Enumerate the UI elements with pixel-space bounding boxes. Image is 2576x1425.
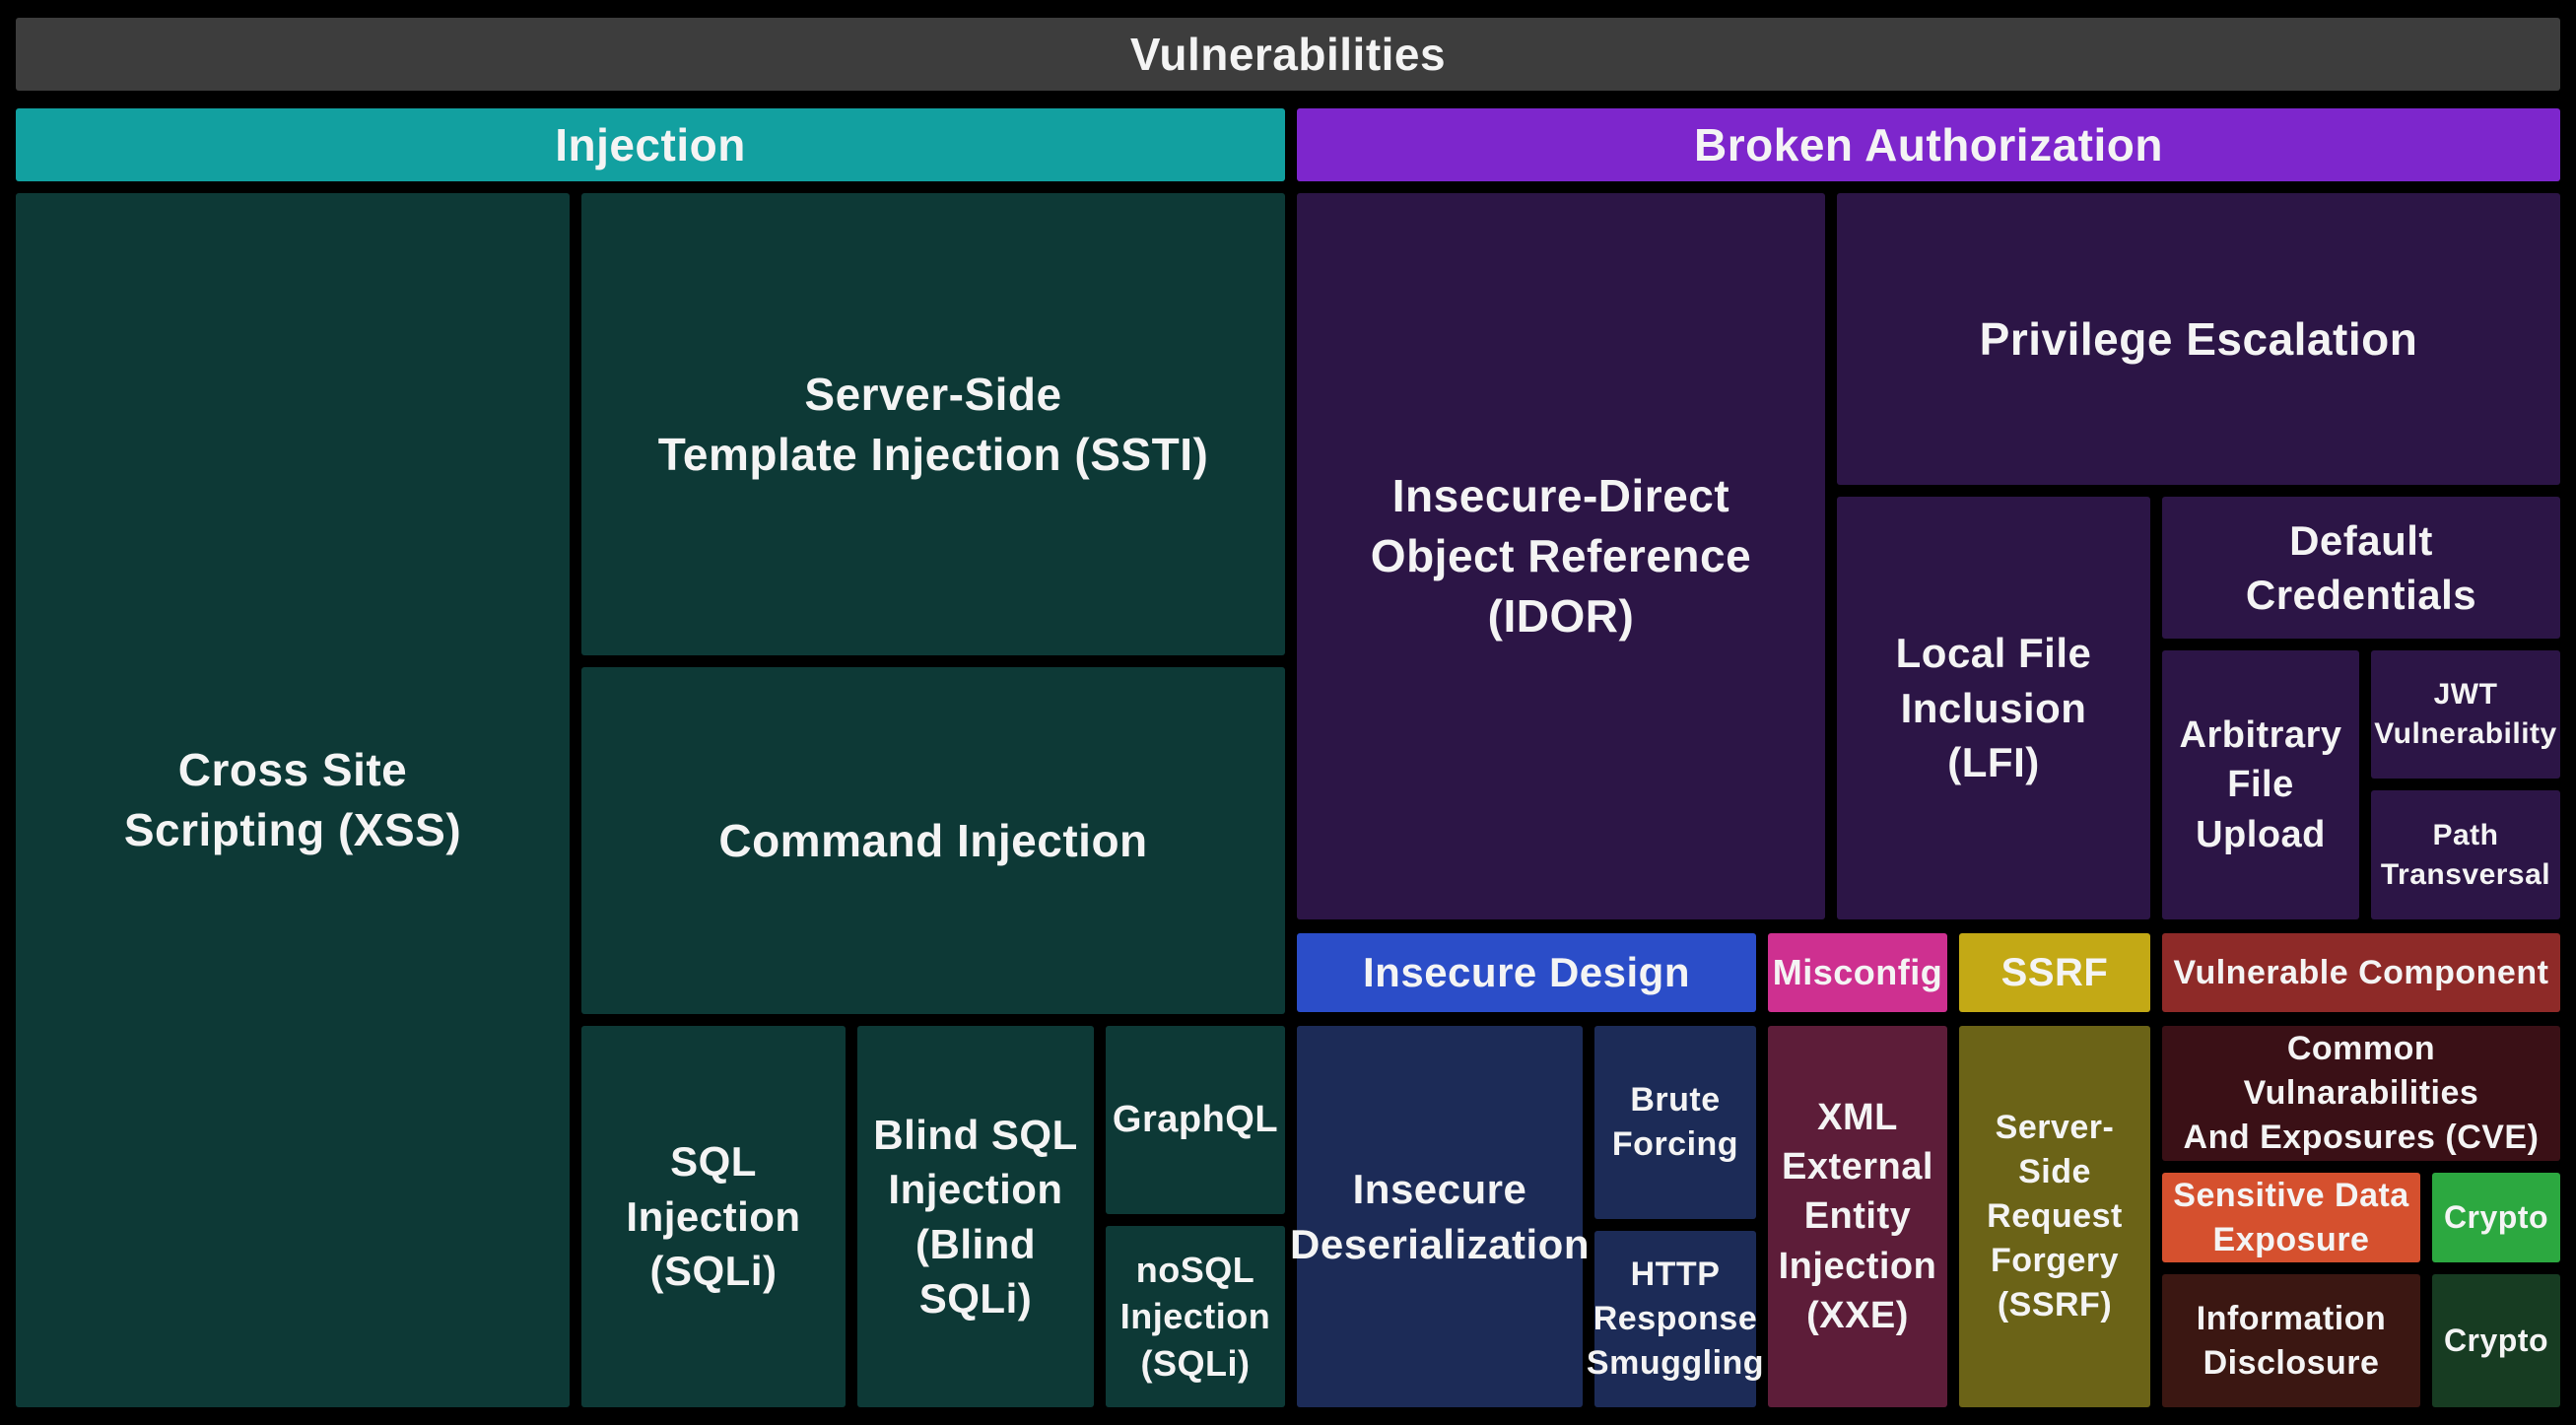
box-cross-site-scripting: Cross Site Scripting (XSS)	[16, 193, 570, 1407]
section-header-broken-authorization: Broken Authorization	[1297, 108, 2560, 181]
box-idor: Insecure-Direct Object Reference (IDOR)	[1297, 193, 1825, 919]
box-default-credentials: Default Credentials	[2162, 497, 2560, 639]
box-misconfig: Misconfig	[1768, 933, 1947, 1012]
box-brute-forcing: Brute Forcing	[1594, 1026, 1756, 1219]
box-jwt-vulnerability: JWT Vulnerability	[2371, 650, 2560, 779]
box-blind-sql-injection: Blind SQL Injection (Blind SQLi)	[857, 1026, 1094, 1407]
box-insecure-deserialization: Insecure Deserialization	[1290, 1026, 1589, 1407]
page-title: Vulnerabilities	[16, 18, 2560, 91]
box-insecure-design: Insecure Design	[1297, 933, 1756, 1012]
box-information-disclosure: Information Disclosure	[2162, 1274, 2420, 1407]
box-command-injection: Command Injection	[581, 667, 1285, 1014]
box-http-response-smuggling: HTTP Response Smuggling	[1587, 1231, 1764, 1407]
box-server-side-request-forgery: Server-Side Request Forgery (SSRF)	[1959, 1026, 2150, 1407]
box-crypto-top: Crypto	[2432, 1173, 2560, 1262]
box-local-file-inclusion: Local File Inclusion (LFI)	[1837, 497, 2150, 919]
box-cve: Common Vulnarabilities And Exposures (CV…	[2162, 1026, 2560, 1161]
box-sensitive-data-exposure: Sensitive Data Exposure	[2162, 1173, 2420, 1262]
box-xxe: XML External Entity Injection (XXE)	[1768, 1026, 1947, 1407]
box-arbitrary-file-upload: Arbitrary File Upload	[2162, 650, 2359, 919]
box-vulnerable-component: Vulnerable Component	[2162, 933, 2560, 1012]
box-sql-injection: SQL Injection (SQLi)	[581, 1026, 846, 1407]
box-privilege-escalation: Privilege Escalation	[1837, 193, 2560, 485]
box-path-transversal: Path Transversal	[2371, 790, 2560, 919]
section-header-injection: Injection	[16, 108, 1285, 181]
box-server-side-template-injection: Server-Side Template Injection (SSTI)	[581, 193, 1285, 655]
box-graphql: GraphQL	[1106, 1026, 1285, 1214]
box-crypto-bottom: Crypto	[2432, 1274, 2560, 1407]
box-ssrf-band: SSRF	[1959, 933, 2150, 1012]
box-nosql-injection: noSQL Injection (SQLi)	[1106, 1226, 1285, 1407]
